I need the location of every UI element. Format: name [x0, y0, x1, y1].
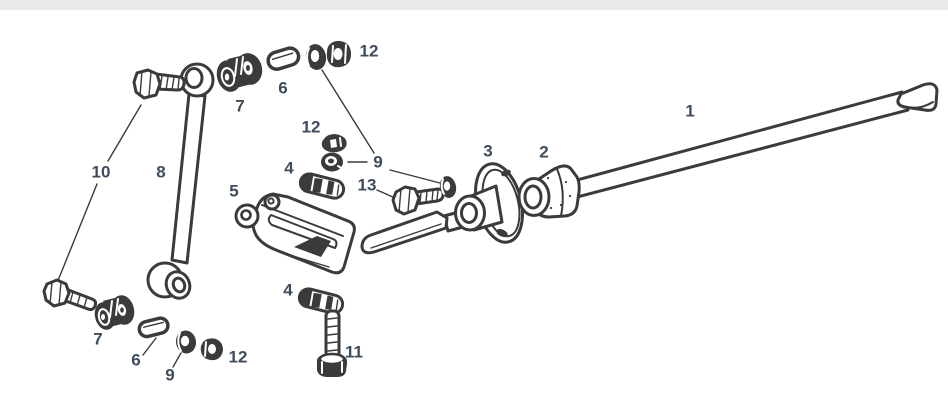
part-13-bolt-drawing — [391, 185, 445, 216]
part-10-bolt-upper-drawing — [132, 68, 186, 100]
callout-11: 11 — [345, 342, 363, 362]
callout-5: 5 — [229, 181, 239, 201]
callout-7-upper: 7 — [235, 96, 245, 116]
part-9-washer-middle-drawing — [321, 152, 344, 172]
callout-10: 10 — [91, 162, 111, 182]
callout-4-upper: 4 — [284, 158, 294, 178]
callout-13: 13 — [357, 175, 377, 195]
callout-9-middle: 9 — [373, 152, 383, 172]
callout-6-lower: 6 — [131, 350, 141, 370]
part-4-plate-lower-drawing — [297, 287, 345, 315]
part-5-clamp-bracket-drawing — [234, 192, 356, 275]
part-8-link-drawing — [146, 62, 215, 300]
part-12-nut-middle-drawing — [321, 134, 347, 153]
callout-3: 3 — [483, 141, 493, 161]
callout-8: 8 — [156, 162, 166, 182]
callout-1: 1 — [685, 101, 695, 121]
callout-12-middle: 12 — [301, 117, 321, 137]
callout-9-lower: 9 — [165, 365, 175, 385]
part-12-nut-lower-drawing — [200, 338, 223, 361]
callout-2: 2 — [539, 142, 549, 162]
part-9-washer-right-drawing — [439, 176, 457, 198]
callout-6-upper: 6 — [278, 78, 288, 98]
part-6-spacer-lower-drawing — [137, 316, 170, 339]
part-11-bolt-drawing — [316, 309, 348, 377]
part-4-plate-upper-drawing — [298, 172, 346, 200]
leader-lines — [56, 69, 441, 368]
callout-7-lower: 7 — [93, 329, 103, 349]
top-window-edge — [0, 0, 948, 10]
part-2-bushing-drawing — [517, 164, 581, 219]
part-9-washer-upper-drawing — [305, 44, 327, 70]
callout-12-lower: 12 — [228, 347, 248, 367]
part-10-bolt-lower-drawing — [42, 278, 98, 312]
part-1-stabilizer-bar-drawing — [360, 82, 939, 255]
part-7-bushings-lower-drawing — [94, 295, 135, 330]
callout-12-top: 12 — [359, 41, 379, 61]
part-6-spacer-upper-drawing — [266, 46, 301, 71]
part-12-nut-upper-drawing — [326, 40, 351, 68]
part-9-washer-lower-drawing — [175, 330, 197, 354]
callout-4-lower: 4 — [283, 280, 293, 300]
part-7-bushings-upper-drawing — [216, 53, 263, 92]
